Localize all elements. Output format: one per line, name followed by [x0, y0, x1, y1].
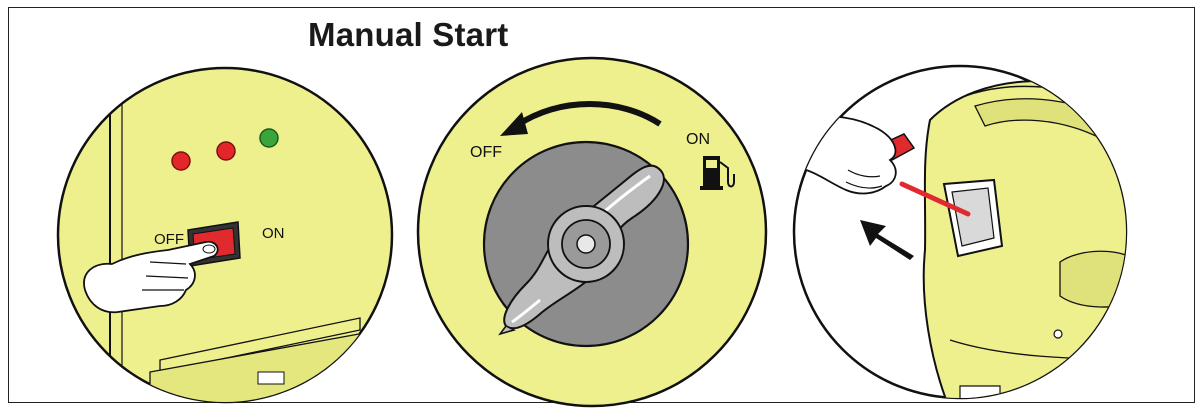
valve-on-label: ON [686, 131, 710, 148]
side-vent [1059, 250, 1126, 308]
rotate-arrow-arc [514, 101, 662, 129]
switch-off-label: OFF [154, 231, 184, 248]
fuel-pump-icon [700, 156, 735, 190]
status-light-green [259, 128, 279, 148]
figure-title: Manual Start [308, 16, 509, 53]
switch-on-label: ON [262, 225, 285, 242]
body-foot [959, 385, 1001, 398]
rotate-arrowhead-icon [500, 112, 528, 136]
warning-light-red [171, 151, 191, 171]
bottom-slot [257, 371, 285, 385]
pull-direction-arrow-icon [860, 220, 914, 260]
warning-light-red [216, 141, 236, 161]
fuel-valve-panel: OFF ON [416, 56, 768, 408]
valve-hub-center [576, 234, 596, 254]
recoil-cord [899, 181, 971, 217]
bottom-panel-detail [159, 317, 361, 373]
recoil-socket [951, 187, 995, 247]
recoil-pull-panel [792, 64, 1128, 400]
valve-off-label: OFF [470, 144, 502, 161]
body-screw [1053, 329, 1063, 339]
switch-panel: OFF ON [56, 66, 394, 404]
pressing-hand-icon [83, 240, 219, 314]
